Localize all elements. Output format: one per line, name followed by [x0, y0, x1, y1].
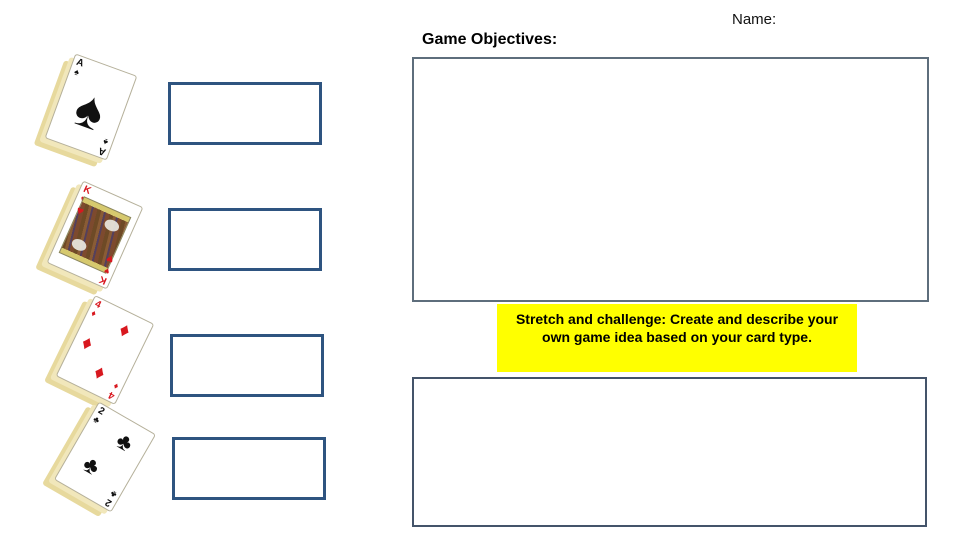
diamond-icon: ♦: [90, 360, 109, 386]
club-icon: ♣: [78, 450, 105, 481]
king-face-detail: [102, 217, 121, 234]
club-icon: ♣: [91, 413, 102, 426]
answer-box-hearts[interactable]: [168, 208, 322, 271]
diamond-icon: ♦: [115, 318, 134, 343]
game-idea-input-box[interactable]: [412, 377, 927, 527]
card-corner-index: 4 ♦: [89, 298, 103, 319]
card-ace-of-spades-image: A ♠ ♠ A ♠: [44, 53, 138, 161]
stretch-challenge-note: Stretch and challenge: Create and descri…: [497, 304, 857, 372]
answer-box-diamonds[interactable]: [170, 334, 324, 397]
answer-box-clubs[interactable]: [172, 437, 326, 500]
club-icon: ♣: [108, 488, 119, 501]
card-corner-index: 2 ♣: [91, 405, 107, 426]
diamond-icon: ♦: [112, 381, 121, 393]
objectives-input-box[interactable]: [412, 57, 929, 302]
answer-box-spades[interactable]: [168, 82, 322, 145]
diamond-icon: ♦: [89, 307, 98, 319]
card-king-of-hearts-image: K ♥ ♥ ♥ K ♥: [46, 180, 144, 290]
card-corner-index: 2 ♣: [103, 488, 119, 509]
name-label: Name:: [732, 11, 777, 28]
card-corner-index: 4 ♦: [107, 381, 121, 402]
diamond-icon: ♦: [77, 331, 97, 356]
card-four-of-diamonds-image: 4 ♦ ♦ ♦ ♦ 4 ♦: [55, 295, 155, 405]
club-icon: ♣: [111, 426, 138, 457]
spade-icon: ♠: [66, 78, 113, 143]
page-title: Game Objectives:: [422, 31, 558, 48]
king-face-detail: [70, 236, 89, 253]
king-illustration: [58, 196, 132, 274]
card-two-of-clubs-image: 2 ♣ ♣ ♣ 2 ♣: [53, 401, 157, 513]
